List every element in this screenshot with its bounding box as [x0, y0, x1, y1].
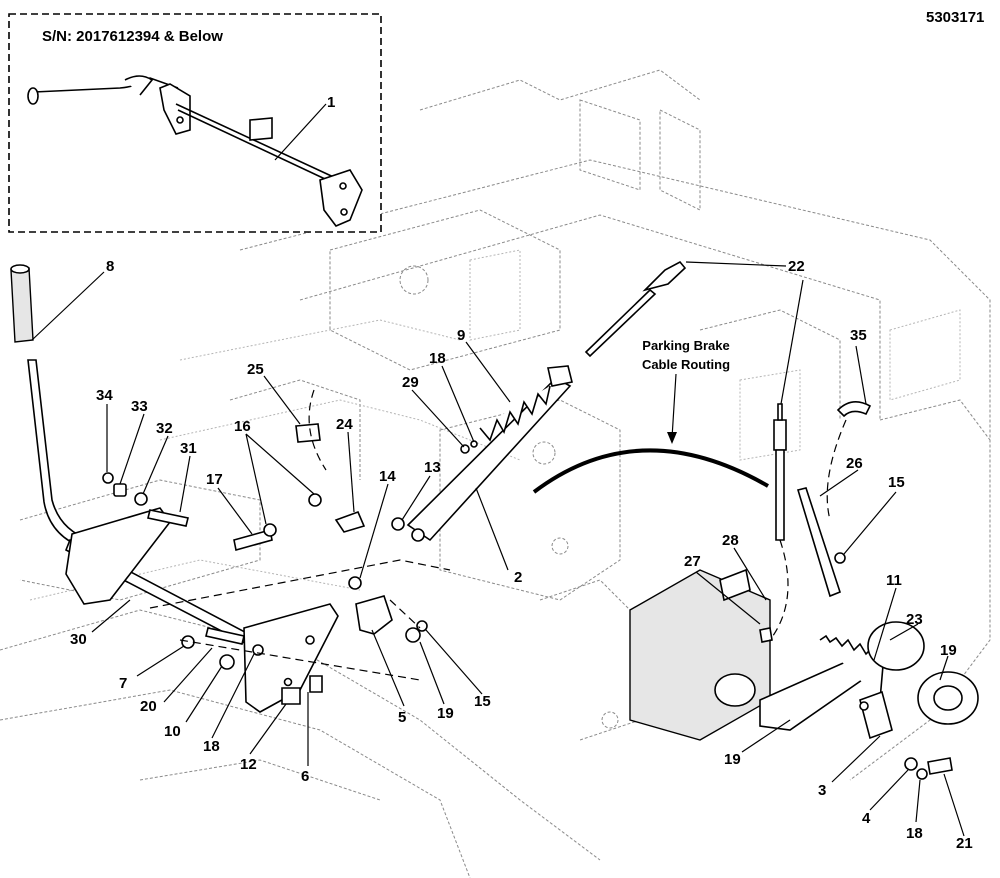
callout-20: 20	[140, 698, 157, 715]
callout-24: 24	[336, 416, 353, 433]
brake-bracket-right	[796, 401, 872, 598]
callout-28: 28	[722, 532, 739, 549]
callout-27: 27	[684, 553, 701, 570]
transmission	[629, 568, 979, 780]
callout-10: 10	[164, 723, 181, 740]
callout-17: 17	[206, 471, 223, 488]
callout-15: 15	[474, 693, 491, 710]
callout-19: 19	[724, 751, 741, 768]
callout-3: 3	[818, 782, 826, 799]
callout-16: 16	[234, 418, 251, 435]
cable-routing-arc	[532, 448, 770, 494]
callout-23: 23	[906, 611, 923, 628]
callout-9: 9	[457, 327, 465, 344]
callout-29: 29	[402, 374, 419, 391]
serial-inset: S/N: 2017612394 & Below	[8, 13, 382, 233]
callout-13: 13	[424, 459, 441, 476]
callout-5: 5	[398, 709, 406, 726]
brake-cable	[584, 260, 787, 541]
brake-rod-old	[27, 75, 363, 227]
callouts: 5303171 1 8 22 22 9 35 18 29 25 34 33 32…	[70, 9, 984, 852]
callout-11: 11	[886, 572, 902, 589]
callout-18: 18	[203, 738, 220, 755]
callout-14: 14	[379, 468, 396, 485]
brake-handle-lever	[10, 264, 92, 549]
callout-31: 31	[180, 440, 197, 457]
callout-4: 4	[862, 810, 871, 827]
callout-15: 15	[888, 474, 905, 491]
callout-33: 33	[131, 398, 148, 415]
callout-32: 32	[156, 420, 173, 437]
callout-8: 8	[106, 258, 114, 275]
routing-label-line2: Cable Routing	[642, 357, 730, 372]
callout-34: 34	[96, 387, 113, 404]
brake-spring	[460, 385, 551, 454]
leader-lines	[31, 103, 965, 837]
callout-drawing-number: 5303171	[926, 9, 984, 26]
callout-35: 35	[850, 327, 867, 344]
callout-19: 19	[437, 705, 454, 722]
callout-26: 26	[846, 455, 863, 472]
callout-30: 30	[70, 631, 87, 648]
callout-21: 21	[956, 835, 973, 852]
callout-12: 12	[240, 756, 257, 773]
callout-22: 22	[788, 258, 805, 275]
mower-frame-outline	[0, 69, 991, 878]
callout-1: 1	[327, 94, 335, 111]
callout-2: 2	[514, 569, 522, 586]
callout-7: 7	[119, 675, 127, 692]
callout-18: 18	[906, 825, 923, 842]
inset-title: S/N: 2017612394 & Below	[42, 28, 223, 45]
callout-19: 19	[940, 642, 957, 659]
callout-25: 25	[247, 361, 264, 378]
assembly-lines	[149, 389, 847, 681]
callout-18: 18	[429, 350, 446, 367]
brake-shaft	[64, 507, 339, 713]
hardware-left	[102, 423, 428, 705]
brake-link	[391, 365, 573, 542]
routing-label-line1: Parking Brake	[642, 338, 729, 353]
callout-6: 6	[301, 768, 309, 785]
